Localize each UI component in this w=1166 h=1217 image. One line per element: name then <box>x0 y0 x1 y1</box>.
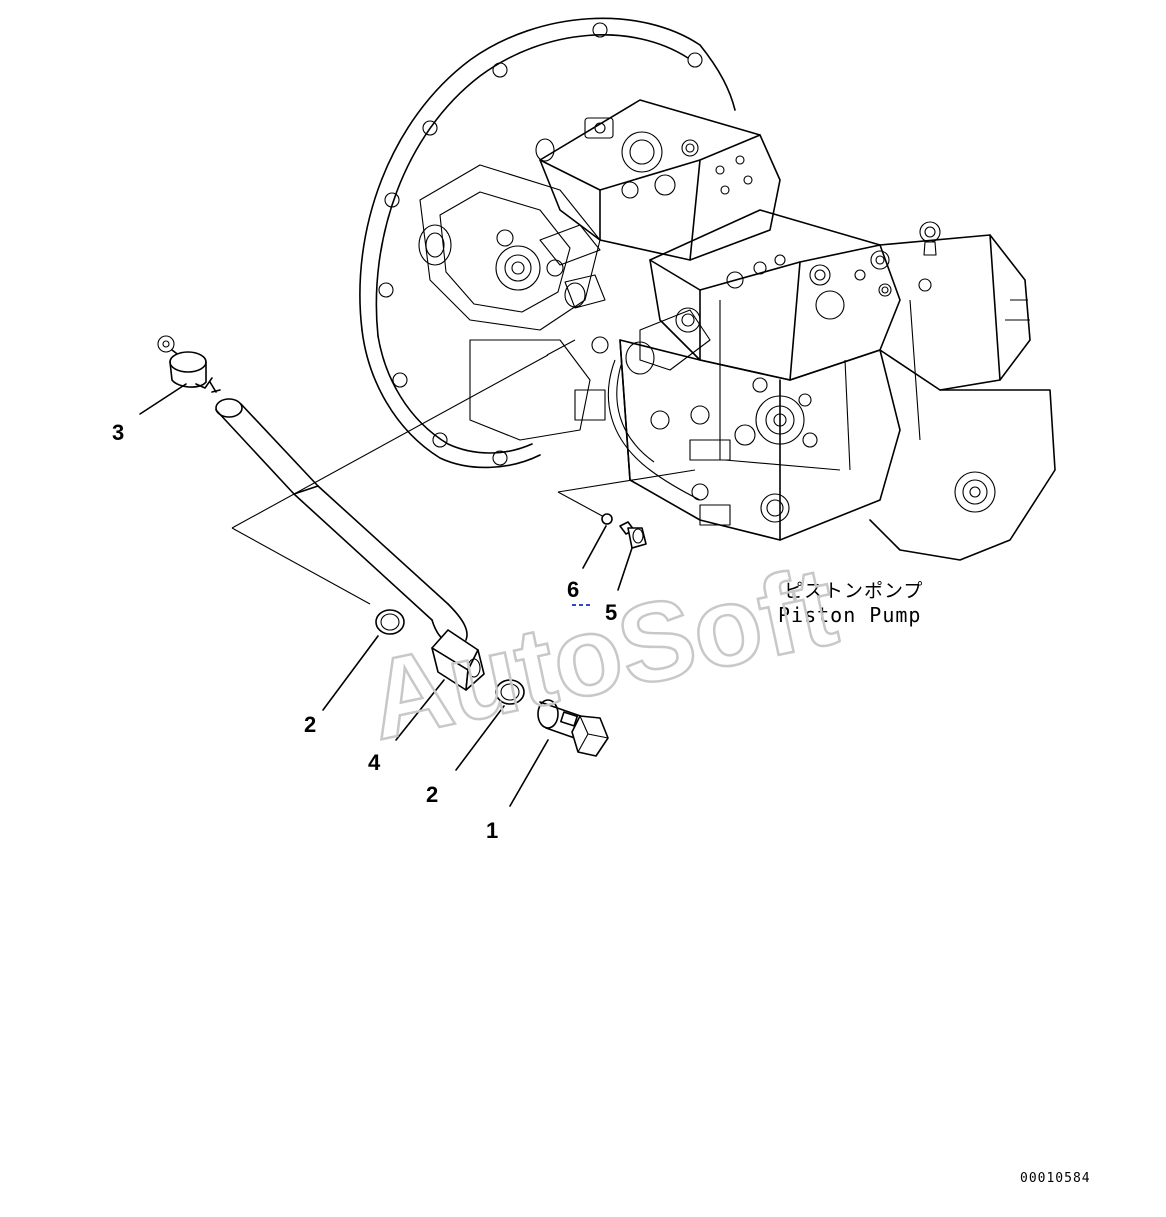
callout-3: 3 <box>112 420 124 445</box>
callout-2b: 2 <box>426 782 438 807</box>
assembly-label-english: Piston Pump <box>778 603 921 627</box>
part-2-gasket-b <box>495 679 525 705</box>
part-3-breather <box>157 335 221 393</box>
part-4-pipe <box>215 398 485 691</box>
part-6-o-ring <box>601 513 613 525</box>
callout-6: 6 <box>567 577 579 602</box>
callout-2a: 2 <box>304 712 316 737</box>
assembly-leader-lines <box>231 339 696 605</box>
piston-pump-assembly <box>359 17 1056 561</box>
part-2-gasket-a <box>375 609 405 635</box>
assembly-label-japanese: ピストンポンプ <box>784 580 923 602</box>
part-5-plug <box>619 521 647 549</box>
callout-4: 4 <box>368 750 381 775</box>
drawing-code: 00010584 <box>1020 1171 1091 1186</box>
blue-marker <box>572 604 590 606</box>
callout-leader-lines <box>139 383 633 807</box>
part-1-banjo-bolt <box>537 699 609 757</box>
callout-5: 5 <box>605 600 617 625</box>
callout-1: 1 <box>486 818 498 843</box>
